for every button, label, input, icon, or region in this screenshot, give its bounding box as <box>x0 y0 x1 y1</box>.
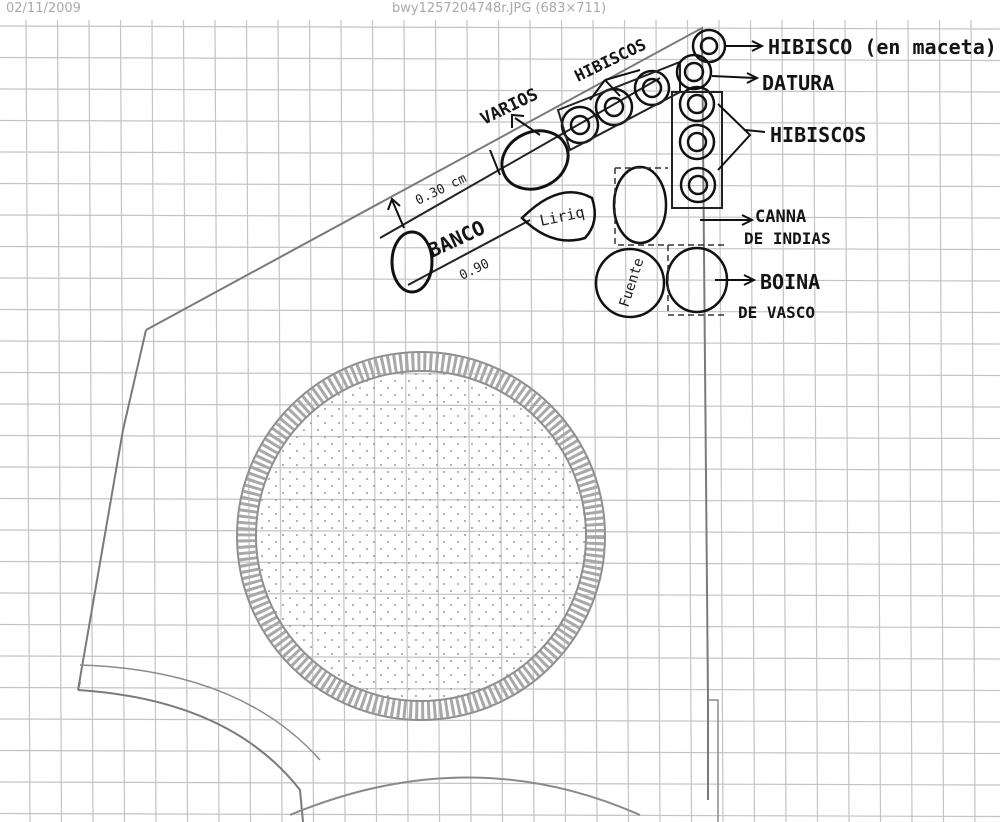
boina-bed-dashed <box>667 244 728 316</box>
label-hibiscos-right: HIBISCOS <box>770 123 866 147</box>
right-bed-outline <box>671 91 723 209</box>
image-header: 02/11/2009 bwy1257204748r.JPG (683×711) <box>0 0 1000 20</box>
label-fuente: Fuente <box>617 256 648 309</box>
label-hibisco-maceta: HIBISCO (en maceta) <box>768 35 997 59</box>
central-round-area-brick-ring <box>238 353 604 719</box>
label-datura: DATURA <box>762 71 834 95</box>
central-round-area-border <box>236 351 606 721</box>
image-filename: bwy1257204748r.JPG (683×711) <box>392 1 607 16</box>
property-outline <box>77 26 709 800</box>
label-canna-line2: DE INDIAS <box>744 229 831 248</box>
central-round-area-inner <box>255 370 587 702</box>
canna-bed-dashed <box>614 167 668 246</box>
property-bottom-curve-inner <box>79 664 321 761</box>
label-banco: BANCO <box>424 215 489 262</box>
bench-oval <box>390 230 434 294</box>
label-boina-line1: BOINA <box>760 270 820 294</box>
label-varios: VARIOS <box>477 85 541 130</box>
bench-bed-outline <box>379 77 661 286</box>
hibiscus-column-right <box>675 28 727 204</box>
image-date: 02/11/2009 <box>6 1 81 16</box>
label-boina-line2: DE VASCO <box>738 303 815 322</box>
property-bottom-curve <box>77 689 304 822</box>
canna-oval <box>612 165 668 245</box>
fountain-circle <box>594 247 666 319</box>
lirio-bed <box>520 190 597 242</box>
label-arrows <box>387 40 766 286</box>
label-canna-line1: CANNA <box>755 207 806 227</box>
varios-oval <box>500 129 570 191</box>
lower-arc <box>289 776 641 816</box>
property-right-step <box>708 699 719 822</box>
